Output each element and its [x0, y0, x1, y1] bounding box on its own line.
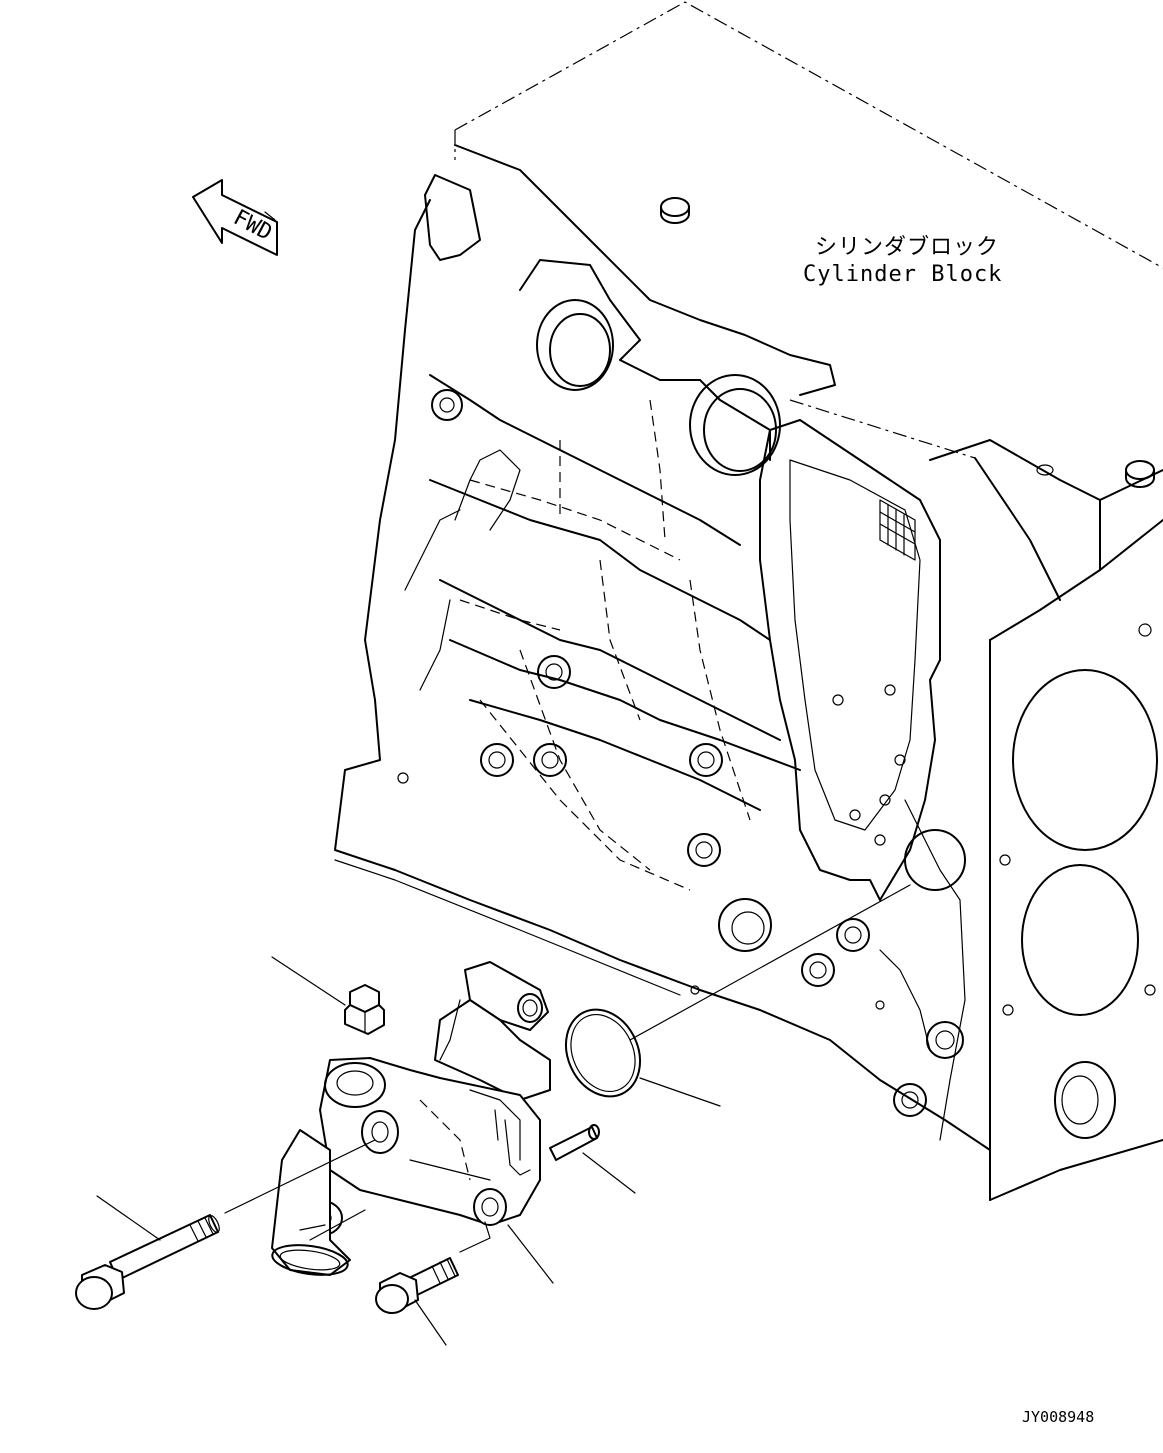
short-bolt-part	[375, 1257, 459, 1314]
o-ring-part	[565, 1008, 641, 1098]
assembly-lines	[96, 884, 911, 1346]
plug-part	[344, 984, 385, 1035]
cylinder-block	[334, 1, 1163, 1201]
long-bolt-part	[75, 1214, 220, 1310]
fwd-arrow-icon: FWD	[192, 179, 278, 256]
cooler-hatch	[879, 499, 916, 561]
block-bosses	[397, 389, 966, 1117]
direction-label: FWD	[229, 205, 276, 246]
part-name-japanese: シリンダブロック	[815, 235, 999, 260]
thermostat-housing	[271, 961, 551, 1276]
drawing-id: JY008948	[1022, 1408, 1094, 1426]
part-name-english: Cylinder Block	[803, 262, 1002, 287]
pin-part	[549, 1124, 600, 1161]
